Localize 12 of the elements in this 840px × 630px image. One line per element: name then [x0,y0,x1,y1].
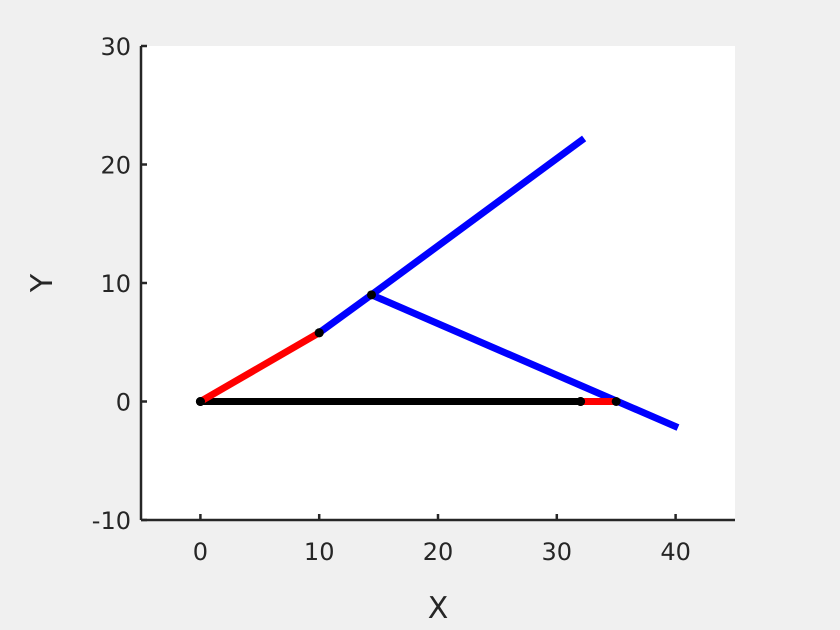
tick-label: 0 [192,538,208,566]
tick-label: 30 [542,538,572,566]
tick-label: 40 [660,538,691,566]
axis-title: Y [25,274,60,292]
tick-label: 10 [100,270,131,298]
tick-label: 10 [304,538,334,566]
tick-label: 30 [100,33,131,61]
axis-title: X [428,591,448,626]
tick-label: 20 [100,152,131,180]
tick-label: -10 [92,507,131,535]
tick-label: 0 [116,388,131,416]
tick-label: 20 [422,538,454,566]
